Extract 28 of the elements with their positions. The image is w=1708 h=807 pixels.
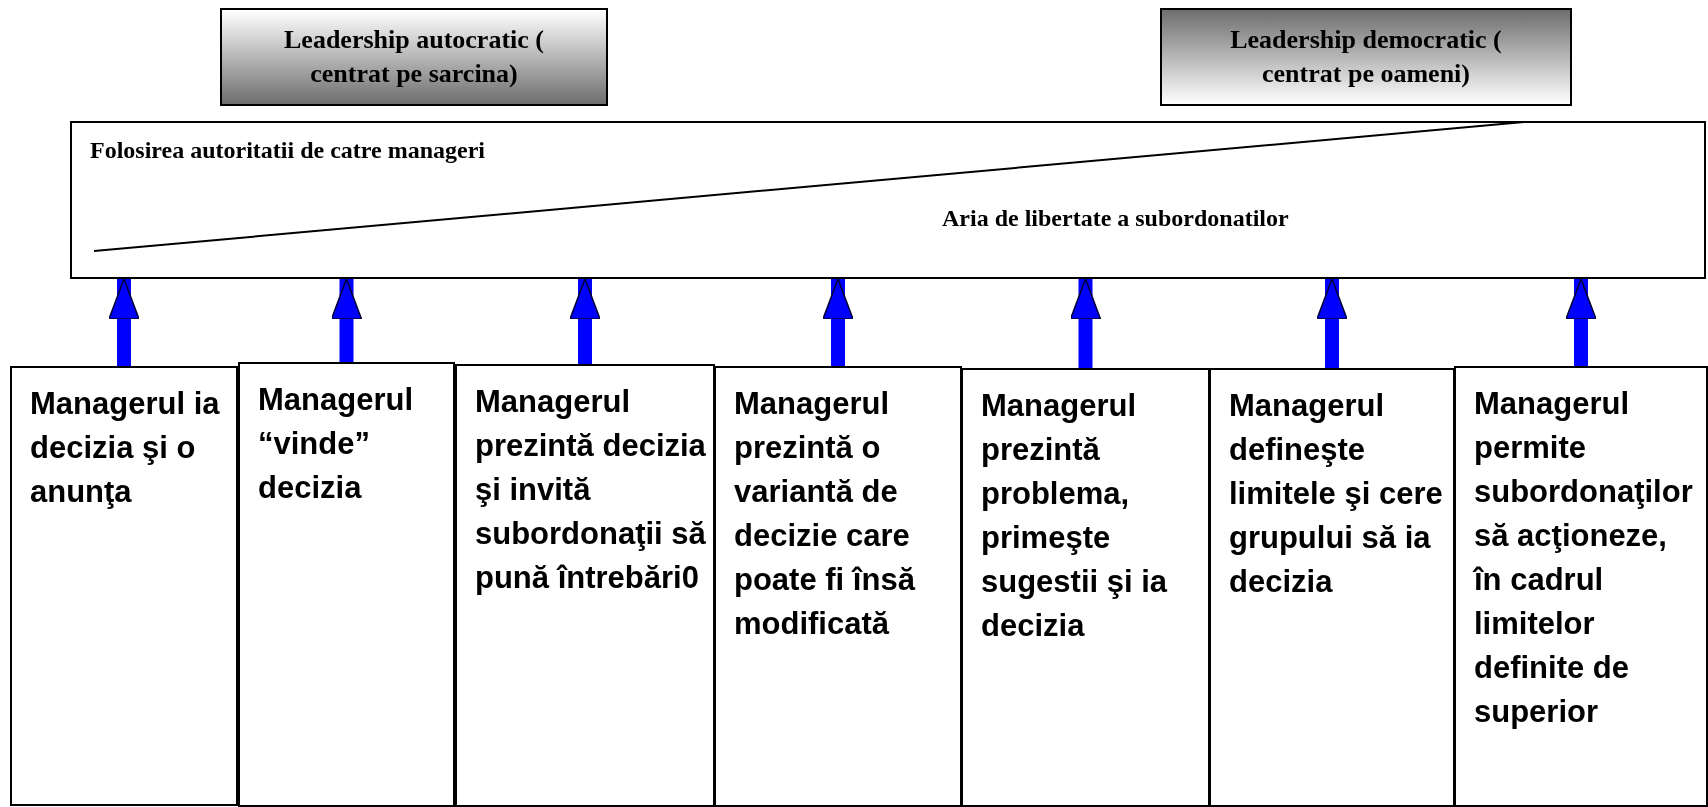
area-label: Folosirea autoritatii de catre manageri [90, 137, 485, 164]
behavior-box [10, 366, 238, 806]
block-arrow [822, 278, 854, 366]
leadership-style-box [220, 8, 608, 106]
leadership-style-label: Leadership democratic ( centrat pe oameni) [1229, 24, 1503, 90]
behavior-box [714, 366, 962, 807]
block-arrow [569, 278, 601, 364]
behavior-description: Managerul permite subordonaţilor să acţioneze, în cadrul limitelor definite de superior [1474, 385, 1694, 731]
behavior-box [1209, 368, 1455, 807]
leadership-style-label: Leadership autocratic ( centrat pe sarcina) [284, 24, 544, 90]
block-arrow [1316, 278, 1348, 368]
behavior-box [961, 368, 1210, 807]
behavior-description: Managerul prezintă problema, primeşte sugestii şi ia decizia [981, 387, 1169, 645]
block-arrow [1069, 278, 1102, 368]
continuum-band [70, 121, 1706, 279]
block-arrow [330, 278, 363, 362]
behavior-description: Managerul “vinde” decizia [258, 381, 415, 507]
behavior-description: Managerul prezintă o variantă de decizie care poate fi însă modificată [734, 385, 917, 643]
behavior-description: Managerul ia decizia şi o anunţa [30, 385, 221, 511]
behavior-box [1454, 366, 1708, 807]
block-arrow [1565, 278, 1597, 366]
behavior-description: Managerul defineşte limitele şi cere grupului să ia decizia [1229, 387, 1444, 601]
leadership-style-box [1160, 8, 1572, 106]
behavior-box [455, 364, 715, 807]
behavior-description: Managerul prezintă decizia şi invită subordonaţii să pună întrebări0 [475, 383, 707, 597]
area-label: Aria de libertate a subordonatilor [942, 205, 1289, 232]
block-arrow [108, 278, 140, 366]
behavior-box [238, 362, 455, 807]
